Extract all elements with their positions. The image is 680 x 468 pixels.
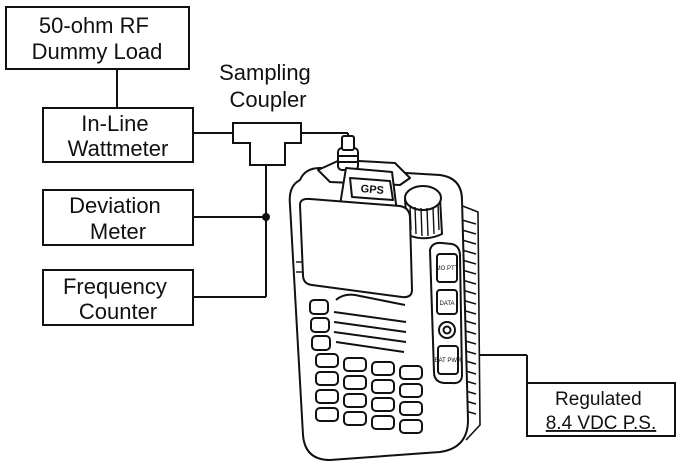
frequency-counter-box: Frequency Counter: [42, 269, 194, 326]
dummy-load-line2: Dummy Load: [32, 39, 163, 64]
side-button-2: [436, 289, 458, 315]
deviation-meter-line1: Deviation: [69, 193, 161, 218]
radio-bottom-ribs: [296, 261, 302, 273]
left-key-column: [309, 299, 331, 351]
wiring: [116, 69, 528, 383]
side-button-4-label: BAT PWR: [435, 358, 462, 364]
side-button-1-label: MO PTT: [436, 266, 459, 272]
radio-display: [299, 197, 413, 299]
svg-text:Deviation Meter: Deviation Meter: [69, 193, 167, 244]
antenna-connector: [337, 135, 359, 171]
wattmeter-box: In-Line Wattmeter: [42, 107, 194, 163]
sampling-coupler-symbol: [232, 122, 302, 166]
svg-text:Regulated 8.4 VDC P.S.: Regulated 8.4 VDC P.S.: [546, 389, 657, 434]
deviation-meter-box: Deviation Meter: [42, 189, 194, 246]
gps-label: GPS: [360, 183, 384, 197]
handheld-radio: GPS: [288, 135, 481, 461]
frequency-counter-line2: Counter: [79, 299, 157, 324]
side-control-strip: MO PTT DATA BAT PWR: [429, 241, 463, 385]
frequency-counter-line1: Frequency: [63, 274, 167, 299]
side-button-4: [437, 345, 459, 375]
power-supply-line2: 8.4 VDC P.S.: [546, 413, 657, 434]
svg-text:In-Line Wattmeter: In-Line Wattmeter: [68, 111, 169, 161]
side-button-1: [436, 253, 458, 283]
wattmeter-line2: Wattmeter: [68, 136, 169, 161]
keypad: [315, 353, 423, 434]
dummy-load-box: 50-ohm RF Dummy Load: [5, 6, 190, 70]
junction-dot: [262, 213, 270, 221]
power-supply-line1: Regulated: [555, 389, 642, 410]
sampling-coupler-label: Sampling Coupler: [219, 60, 317, 112]
speaker-grille: [333, 293, 407, 353]
side-button-2-label: DATA: [439, 301, 454, 307]
dummy-load-line1: 50-ohm RF: [39, 13, 149, 38]
svg-text:50-ohm RF Dummy Load: 50-ohm RF Dummy Load: [32, 13, 163, 64]
power-supply-box: Regulated 8.4 VDC P.S.: [526, 382, 676, 437]
deviation-meter-line2: Meter: [90, 219, 146, 244]
svg-text:Frequency Counter: Frequency Counter: [63, 274, 173, 324]
wattmeter-line1: In-Line: [81, 111, 148, 136]
